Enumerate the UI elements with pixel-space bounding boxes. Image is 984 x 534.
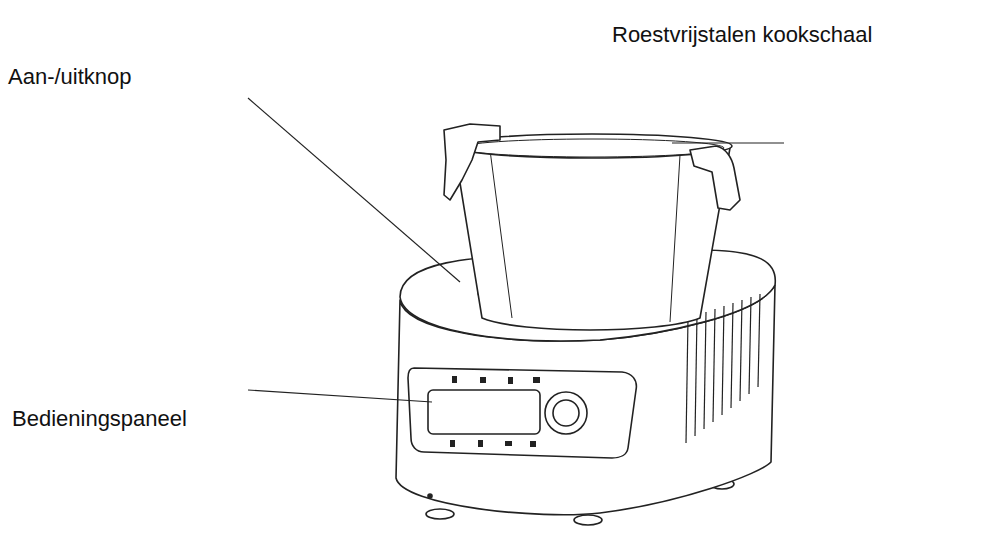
vent-slot: [731, 303, 733, 408]
vent-slot: [695, 315, 697, 436]
jug-seam: [670, 155, 680, 322]
panel-icons: [450, 376, 540, 447]
knob-ring: [545, 392, 587, 434]
leader-lines: [248, 98, 784, 402]
vent-slot: [686, 318, 688, 443]
part-label: Aan-/uitknop: [8, 64, 132, 90]
vent-slot: [740, 300, 742, 401]
vent-slot: [713, 309, 715, 422]
foot: [574, 515, 602, 525]
appliance-drawing: [396, 124, 775, 525]
foot: [426, 509, 454, 519]
leader-line: [248, 98, 460, 282]
left-handle: [444, 124, 500, 200]
part-label: Bedieningspaneel: [12, 406, 187, 432]
jug-seam: [490, 150, 512, 318]
leader-line: [672, 142, 784, 143]
vent-slot: [704, 312, 706, 429]
part-label: Roestvrijstalen kookschaal: [612, 22, 872, 48]
display: [428, 390, 540, 434]
knob: [553, 400, 579, 426]
vent-slot: [722, 306, 724, 415]
jug-rim-inner: [460, 139, 724, 157]
control-panel: [408, 368, 636, 458]
vent-slot: [749, 297, 751, 394]
leader-line: [248, 390, 432, 402]
jug-body: [454, 146, 730, 330]
button-dot: [428, 494, 432, 498]
vent-slot: [758, 294, 760, 387]
right-handle: [690, 146, 740, 210]
